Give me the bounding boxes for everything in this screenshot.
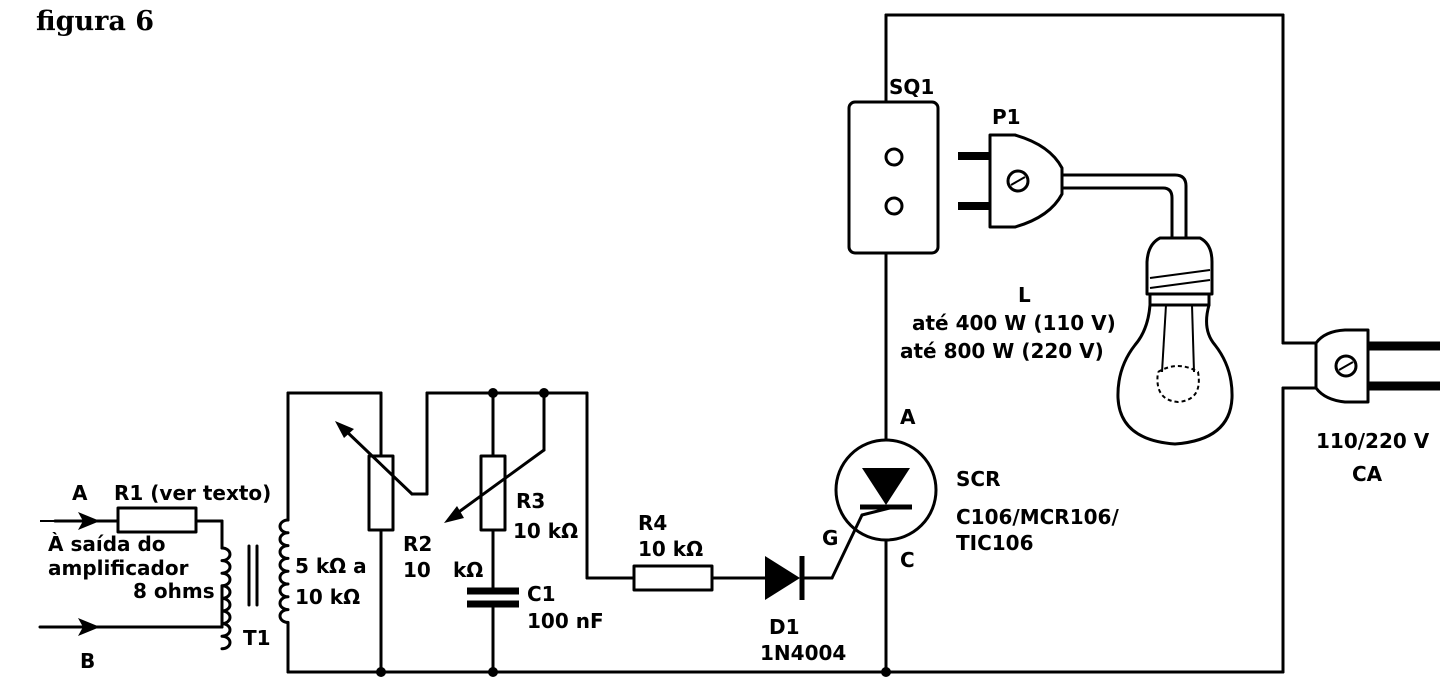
scr-part1: C106/MCR106/ [956, 505, 1119, 529]
sq1-label: SQ1 [889, 75, 934, 99]
figure-title: figura 6 [36, 6, 155, 37]
r3-arrow-line [454, 448, 546, 516]
sq1-hole-bottom [884, 196, 904, 216]
t1-value1: 5 kΩ a [295, 554, 367, 578]
scr-cathode-label: C [900, 548, 915, 572]
terminal-a-label: A [72, 481, 88, 505]
input-impedance: 8 ohms [133, 579, 215, 603]
r4-label: R4 [638, 511, 667, 535]
d1-diode-triangle [765, 556, 800, 600]
input-line2: amplificador [48, 556, 189, 580]
mains-type: CA [1352, 462, 1383, 486]
c1-value: 100 nF [527, 609, 604, 633]
input-line1: À saída do [48, 532, 166, 556]
r3-arrow-head [444, 506, 464, 523]
r2-value2: kΩ [453, 558, 483, 582]
r2-resistor [367, 454, 395, 532]
lamp-label: L [1018, 283, 1031, 307]
r3-label: R3 [516, 489, 545, 513]
r4-value: 10 kΩ [638, 537, 703, 561]
r1-label: R1 (ver texto) [114, 481, 271, 505]
lamp-cable [1060, 173, 1188, 240]
r4-resistor [632, 564, 714, 592]
t1-label: T1 [243, 626, 271, 650]
sq1-hole-top [884, 147, 904, 167]
scr-part2: TIC106 [956, 531, 1034, 555]
r2-arrow-line [343, 428, 414, 496]
secondary-wiring [286, 391, 1285, 674]
r3-value: 10 kΩ [513, 519, 578, 543]
t1-value2: 10 kΩ [295, 585, 360, 609]
junction-dots [376, 388, 891, 677]
r2-arrow-head [335, 421, 354, 438]
terminal-b-label: B [80, 649, 95, 673]
d1-part: 1N4004 [760, 641, 846, 665]
lamp-rating1: até 400 W (110 V) [912, 311, 1116, 335]
sq1-socket [847, 100, 940, 255]
mains-wiring [884, 13, 1318, 674]
t1-secondary-coil [278, 518, 290, 624]
scr-anode-label: A [900, 405, 916, 429]
scr-label: SCR [956, 467, 1000, 491]
r1-resistor [116, 506, 198, 534]
scr-gate-label: G [822, 526, 838, 550]
terminal-b-arrow [78, 618, 100, 636]
d1-label: D1 [769, 615, 800, 639]
lamp-rating2: até 800 W (220 V) [900, 339, 1104, 363]
c1-label: C1 [527, 582, 556, 606]
scr-triangle [862, 468, 910, 505]
r2-label: R2 [403, 532, 432, 556]
mains-voltage: 110/220 V [1316, 429, 1430, 453]
lamp-bulb [1116, 236, 1234, 446]
t1-primary-coil [220, 546, 232, 651]
lamp-cable-inner [1060, 186, 1174, 240]
mains-plug [1314, 328, 1440, 404]
scr-gate-wire [830, 513, 864, 580]
r2-value1: 10 [403, 558, 431, 582]
terminal-a-arrow [40, 512, 100, 530]
p1-plug [958, 133, 1064, 229]
r3-resistor [479, 454, 507, 532]
p1-label: P1 [992, 105, 1021, 129]
